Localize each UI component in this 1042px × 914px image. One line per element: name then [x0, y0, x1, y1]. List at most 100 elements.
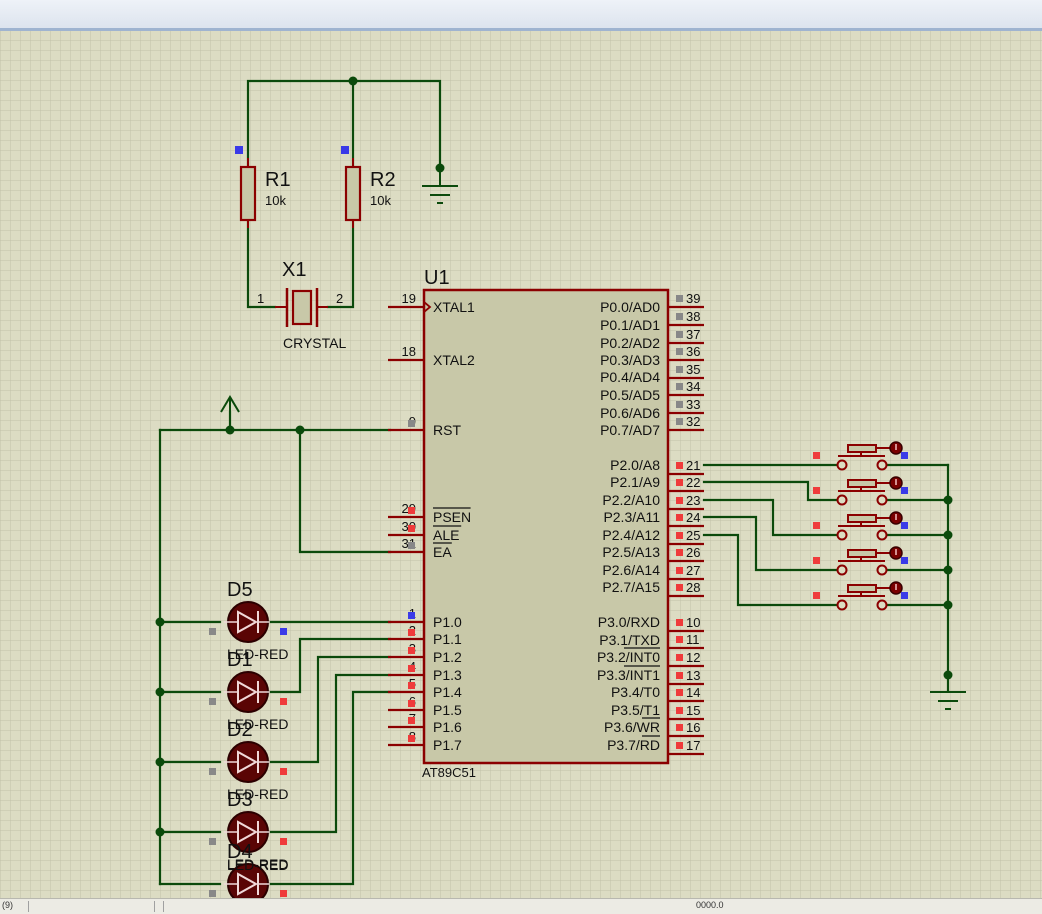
mcu-pin-p1-5[interactable]: 6P1.5	[388, 694, 462, 718]
pin-marker	[676, 331, 683, 338]
pin-marker	[408, 629, 415, 636]
mcu-pin-rst[interactable]: 9RST	[388, 414, 461, 438]
status-center: 0000.0	[696, 900, 724, 910]
pin-label: P2.5/A13	[602, 544, 660, 560]
pin-number: 22	[686, 475, 700, 490]
mcu-pin-p1-2[interactable]: 3P1.2	[388, 641, 462, 665]
pin-number: 37	[686, 327, 700, 342]
pin-label: P0.0/AD0	[600, 299, 660, 315]
pin-number: 21	[686, 458, 700, 473]
pin-marker	[209, 890, 216, 897]
pin-label: P2.2/A10	[602, 492, 660, 508]
pin-label: PSEN	[433, 509, 471, 525]
resistor-r2[interactable]: R2 10k	[341, 146, 396, 228]
push-button-4[interactable]	[813, 546, 908, 576]
pin-label: P0.1/AD1	[600, 317, 660, 333]
pin-marker	[901, 487, 908, 494]
pin-label: P1.3	[433, 667, 462, 683]
led-ref: D1	[227, 649, 253, 671]
schematic-canvas[interactable]: R1 10k R2 10k X1 1 2 CRYSTAL U1 AT89C51 …	[0, 31, 1042, 905]
push-button-5[interactable]	[813, 581, 908, 611]
pin-number: 11	[686, 632, 700, 647]
mcu-pin-p1-0[interactable]: 1P1.0	[388, 606, 462, 630]
mcu-pin-p1-1[interactable]: 2P1.1	[388, 623, 462, 647]
mcu-pin-p1-6[interactable]: 7P1.6	[388, 711, 462, 735]
crystal-x1[interactable]: X1 1 2 CRYSTAL	[257, 259, 346, 351]
push-button-3[interactable]	[813, 511, 908, 541]
clock-marker	[423, 301, 432, 313]
mcu-pin-p1-7[interactable]: 8P1.7	[388, 729, 462, 753]
mcu-body[interactable]	[422, 288, 670, 765]
mcu-pin-p1-4[interactable]: 5P1.4	[388, 676, 462, 700]
pin-number: 23	[686, 493, 700, 508]
pin-marker	[676, 479, 683, 486]
x1-ref: X1	[282, 259, 306, 281]
schematic-svg[interactable]: R1 10k R2 10k X1 1 2 CRYSTAL U1 AT89C51 …	[0, 31, 1042, 905]
pin-marker	[341, 146, 349, 154]
pin-number: 34	[686, 379, 700, 394]
mcu-pin-p1-3[interactable]: 4P1.3	[388, 659, 462, 683]
status-separator	[28, 901, 29, 912]
mcu-pin-psen[interactable]: 29PSEN	[388, 501, 471, 525]
pin-marker	[676, 532, 683, 539]
pin-marker	[676, 567, 683, 574]
pin-number: 15	[686, 703, 700, 718]
pin-label: P0.4/AD4	[600, 369, 660, 385]
push-button-2[interactable]	[813, 476, 908, 506]
pin-marker	[676, 366, 683, 373]
pin-marker	[813, 452, 820, 459]
pin-marker	[676, 295, 683, 302]
pin-marker	[209, 698, 216, 705]
pin-label: P2.7/A15	[602, 579, 660, 595]
led-value: LED-RED	[227, 786, 288, 802]
status-separator	[163, 901, 164, 912]
pin-marker	[280, 698, 287, 705]
mcu-u1[interactable]: U1 AT89C51 19XTAL118XTAL29RST29PSEN30ALE…	[388, 267, 704, 780]
mcu-pin-ale[interactable]: 30ALE	[388, 519, 462, 543]
pin-marker	[408, 542, 415, 549]
mcu-pin-ea[interactable]: 31EA	[388, 536, 452, 560]
pin-label: P3.3/INT1	[597, 667, 660, 683]
pin-number: 39	[686, 291, 700, 306]
mcu-pin-p2-2-a10[interactable]: 23 P2.2/A10	[602, 492, 704, 511]
pin-label: P1.4	[433, 684, 462, 700]
push-button-1[interactable]	[813, 441, 908, 471]
pin-marker	[408, 507, 415, 514]
pin-label: EA	[433, 544, 452, 560]
resistor-r1[interactable]: R1 10k	[235, 146, 291, 228]
led-value: LED-RED	[227, 646, 288, 662]
pin-number: 24	[686, 510, 700, 525]
pin-marker	[676, 689, 683, 696]
pin-number: 27	[686, 563, 700, 578]
